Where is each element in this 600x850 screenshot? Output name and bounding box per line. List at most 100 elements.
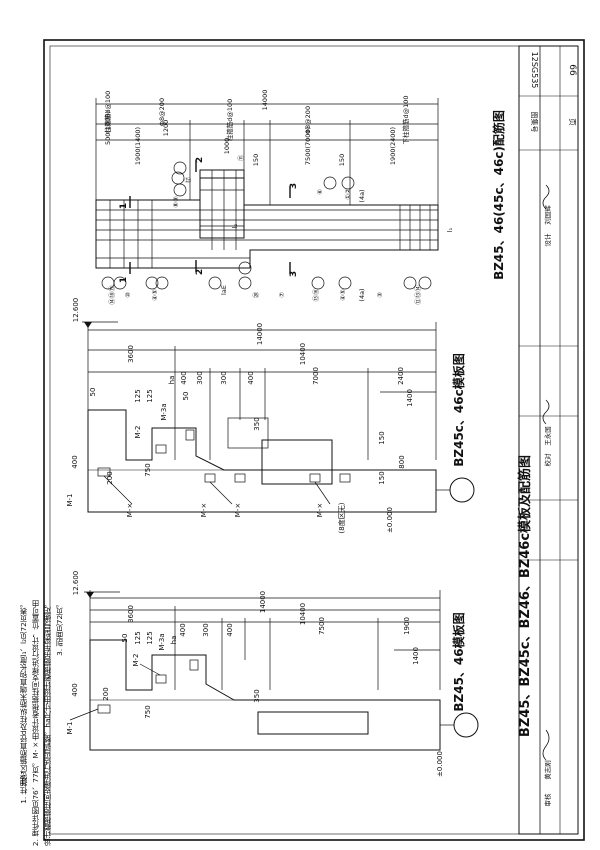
mid-dim-350: 350 bbox=[253, 417, 261, 430]
right-dim-1900-2400: 1900(2400) bbox=[389, 127, 397, 165]
left-dim-1400: 1400 bbox=[412, 647, 420, 665]
mid-dim-200: 200 bbox=[106, 471, 114, 484]
mid-dim-125a: 125 bbox=[134, 389, 142, 402]
right-section-2a: 2 bbox=[195, 157, 205, 163]
mid-dim-total: 14000 bbox=[256, 323, 264, 345]
mid-dim-3600: 3600 bbox=[127, 345, 135, 363]
left-dim-400c: 400 bbox=[71, 683, 79, 696]
right-group-13: ⑪ bbox=[237, 154, 245, 161]
right-section-3a: 3 bbox=[289, 183, 299, 189]
left-dim-125b: 125 bbox=[146, 631, 154, 644]
right-section-3b: 3 bbox=[289, 271, 299, 277]
left-elev-zero: ±0.000 bbox=[436, 751, 444, 777]
left-label-m1: M-1 bbox=[66, 721, 74, 734]
mid-label-mx1: M-× bbox=[126, 503, 134, 517]
mid-elev-zero: ±0.000 bbox=[386, 507, 394, 533]
right-group-16: (4a) bbox=[358, 189, 366, 202]
left-dim-1900: 1900 bbox=[403, 617, 411, 635]
right-dim-lae: laE bbox=[220, 285, 228, 295]
right-section-2b: 2 bbox=[195, 269, 205, 275]
left-elev-top: 12.600 bbox=[72, 571, 80, 596]
mid-dim-800: 800 bbox=[398, 455, 406, 468]
drawing-mid bbox=[82, 321, 475, 513]
left-dim-125a: 125 bbox=[134, 631, 142, 644]
left-dim-350: 350 bbox=[253, 689, 261, 702]
left-label-m3a: M-3a bbox=[158, 633, 166, 650]
right-group-3: ④⑤ bbox=[151, 289, 159, 301]
design-name: 刘国辉 bbox=[543, 205, 552, 225]
mid-label-mx3: M-× bbox=[234, 503, 242, 517]
title-block: 66 页 12SG535 图集号 BZ45、BZ45c、BZ46、BZ46c模板… bbox=[517, 45, 579, 835]
right-dim-150a: 150 bbox=[252, 154, 260, 166]
mid-dim-7000: 7000 bbox=[312, 367, 320, 385]
review-label: 审核 bbox=[543, 793, 552, 807]
notes: 注： 1. 柱加密区箍筋直径d及柱纵筋末端直钩长度l₁、l₂见72页表。 2. … bbox=[14, 600, 354, 846]
mid-dim-50a: 50 bbox=[89, 388, 97, 397]
left-dim-400a: 400 bbox=[179, 623, 187, 636]
outer-frame bbox=[43, 39, 585, 841]
right-dim-500-1000: 500(1000) bbox=[104, 111, 112, 145]
mid-dim-50b: 50 bbox=[182, 392, 190, 401]
right-dim-7500-7000: 7500(7000) bbox=[304, 127, 312, 165]
right-group-4: ⑳ bbox=[252, 291, 260, 298]
right-stirrup-5: 柱箍筋d@100 bbox=[103, 91, 112, 134]
mid-elev-top: 12.600 bbox=[72, 298, 80, 323]
mid-dim-400b: 400 bbox=[247, 371, 255, 384]
mid-dim-400a: 400 bbox=[180, 371, 188, 384]
atlas-label: 图集号 bbox=[530, 112, 539, 133]
mid-dim-125b: 125 bbox=[146, 389, 154, 402]
right-section-1b: 1 bbox=[119, 277, 129, 283]
drawing-left-text: BZ45、46模板图 12.600 ±0.000 14000 10400 360… bbox=[66, 571, 466, 777]
right-stirrup-2: Φ8@200 bbox=[304, 106, 312, 134]
left-dim-3600: 3600 bbox=[127, 605, 135, 623]
note-1: 1. 柱加密区箍筋直径d及柱纵筋末端直钩长度l₁、l₂见72页表。 bbox=[19, 600, 28, 804]
left-dim-200: 200 bbox=[102, 687, 110, 700]
right-dim-150b: 150 bbox=[338, 154, 346, 166]
drawing-right-text: BZ45、46(45c、46c)配筋图 14000 1900(2400) 750… bbox=[103, 90, 506, 305]
right-group-5: ⑦ bbox=[278, 292, 286, 298]
right-group-2: ⑩ bbox=[124, 292, 132, 298]
mid-dim-400c: 400 bbox=[71, 455, 79, 468]
mid-dim-300a: 300 bbox=[196, 371, 204, 384]
mid-note-8deg: (8度区无) bbox=[337, 502, 346, 533]
right-stirrup-1: 下柱箍筋d@100 bbox=[401, 95, 410, 144]
right-group-12: ⑰ bbox=[184, 176, 192, 183]
left-label-m2: M-2 bbox=[132, 653, 140, 666]
right-dim-1000: 1000 bbox=[223, 138, 231, 155]
right-dim-1200: 1200 bbox=[162, 120, 170, 137]
mid-dim-ha: ha bbox=[168, 376, 176, 385]
left-dim-total: 14000 bbox=[259, 591, 267, 613]
note-2-cont: 设计者根据柱间支撑进行适当调整。ha尺寸由设计者根据吊车梁型号确定。 bbox=[43, 600, 52, 847]
page-label: 页 bbox=[568, 118, 577, 126]
left-title: BZ45、46模板图 bbox=[451, 612, 466, 711]
right-group-1: ⑭⑱⑲ bbox=[108, 285, 116, 305]
right-dim-total: 14000 bbox=[261, 90, 269, 111]
left-dim-750: 750 bbox=[144, 705, 152, 718]
mid-dim-2400: 2400 bbox=[397, 367, 405, 385]
right-group-11: ⑧⑨ bbox=[172, 196, 180, 208]
right-stirrup-3: 柱箍筋d@100 bbox=[225, 99, 234, 142]
note-2: 2. 埋件详图见76、77页。M-×由设计者根据柱间支撑进行设计，位置可由 bbox=[31, 600, 40, 847]
mid-label-mx2: M-× bbox=[200, 503, 208, 517]
right-stirrup-4: Φ8@200 bbox=[158, 98, 166, 126]
check-name: 王永国 bbox=[543, 426, 552, 446]
right-dim-l2: l₂ bbox=[231, 223, 239, 228]
check-label: 校对 bbox=[543, 453, 552, 467]
right-group-8: (4a) bbox=[358, 288, 366, 301]
left-dim-50: 50 bbox=[121, 634, 129, 643]
drawing-mid-text: BZ45c、46c模板图 12.600 ±0.000 14000 10400 3… bbox=[66, 298, 466, 534]
right-group-15: ①② bbox=[344, 188, 352, 200]
design-label: 设计 bbox=[543, 233, 552, 247]
mid-dim-10400: 10400 bbox=[299, 343, 307, 365]
mid-label-m1: M-1 bbox=[66, 493, 74, 506]
page-number: 66 bbox=[567, 64, 577, 76]
right-section-1a: 1 bbox=[119, 203, 129, 209]
left-dim-ha: ha bbox=[170, 636, 178, 645]
mid-dim-750: 750 bbox=[144, 463, 152, 476]
mid-dim-150a: 150 bbox=[378, 471, 386, 484]
left-dim-400b: 400 bbox=[226, 623, 234, 636]
drawing-left bbox=[69, 590, 479, 751]
mid-label-m3a: M-3a bbox=[160, 403, 168, 420]
right-group-6: ⑮⑯ bbox=[312, 288, 320, 302]
right-title: BZ45、46(45c、46c)配筋图 bbox=[491, 110, 506, 280]
